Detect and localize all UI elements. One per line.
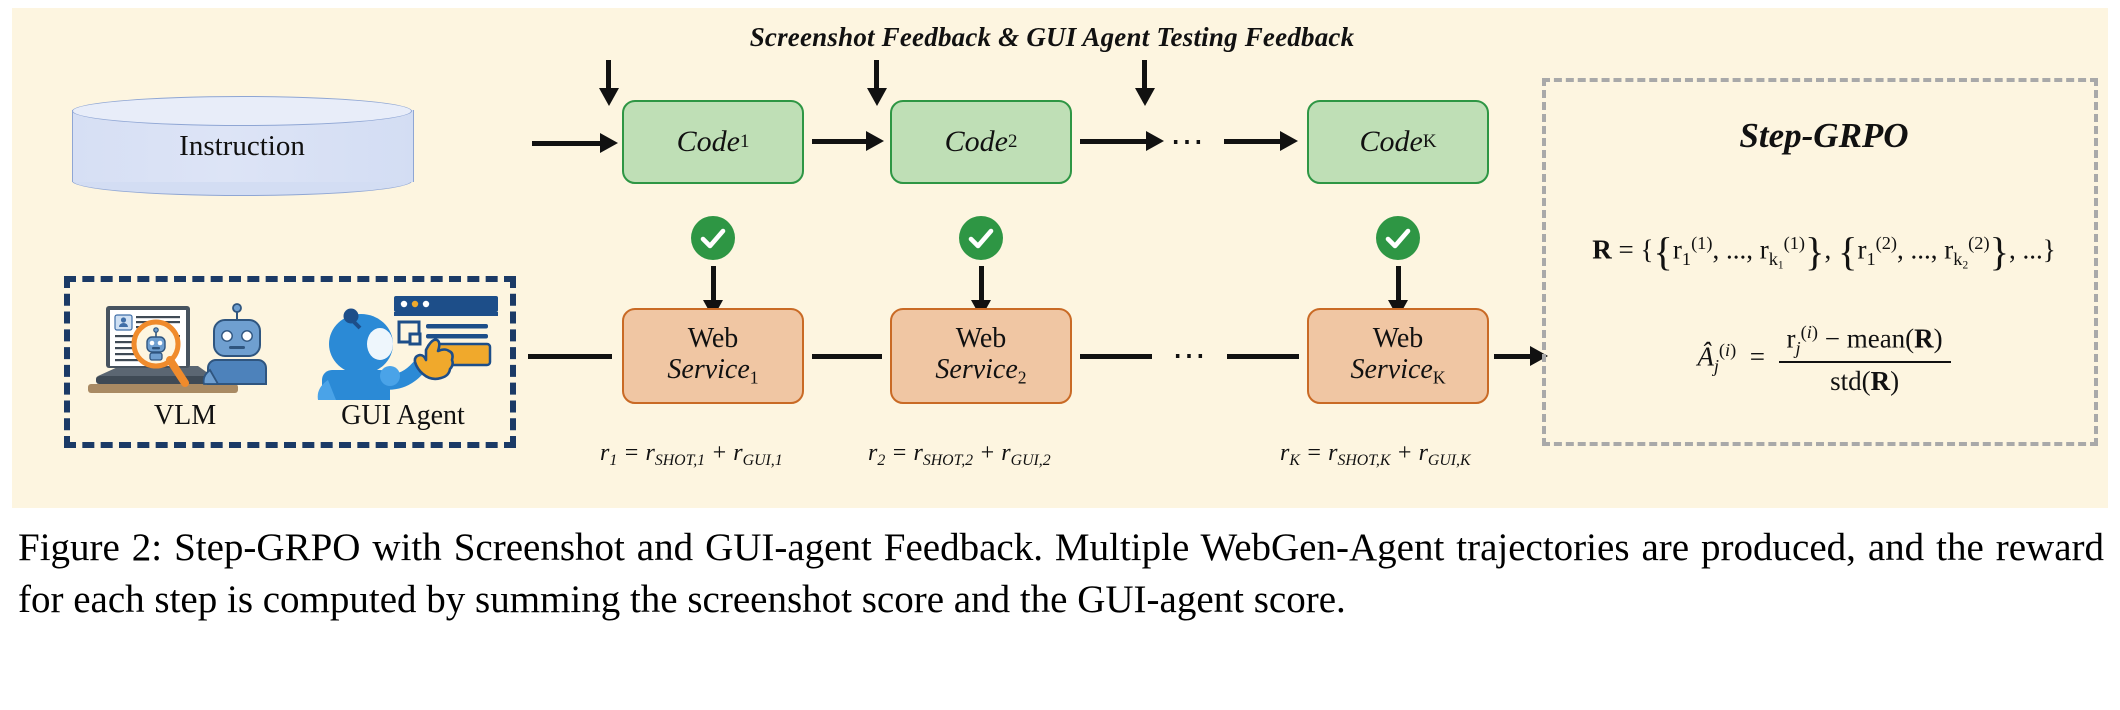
service-box-1-label: Service1 bbox=[667, 354, 758, 388]
figure-caption: Figure 2: Step-GRPO with Screenshot and … bbox=[18, 526, 2104, 621]
agent-label-vlm: VLM bbox=[153, 400, 217, 431]
step-grpo-title: Step-GRPO bbox=[1739, 116, 1909, 155]
feedback-arrow-head-2 bbox=[867, 88, 887, 106]
service-box-1[interactable]: Web Service1 bbox=[622, 308, 804, 404]
reward-1-lhs: r bbox=[600, 440, 610, 466]
instruction-arrow-shaft bbox=[532, 141, 602, 146]
reward-1-shot-sub: SHOT,1 bbox=[654, 451, 706, 469]
code-box-1-label: Code bbox=[676, 125, 740, 158]
service-connector-0 bbox=[528, 354, 612, 359]
code-chain-ellipsis: ⋯ bbox=[1170, 124, 1208, 161]
service-connector-2 bbox=[1080, 354, 1152, 359]
check-arrow-shaft-1 bbox=[711, 266, 716, 302]
service-box-2-index: 2 bbox=[1017, 368, 1027, 389]
reward-2-shot: r bbox=[913, 440, 923, 466]
service-box-2-top: Web bbox=[955, 323, 1007, 355]
code-chain-arrow-head-1 bbox=[866, 131, 884, 151]
instruction-cylinder: Instruction bbox=[72, 96, 414, 196]
code-chain-arrow-head-3 bbox=[1280, 131, 1298, 151]
reward-2-gui-sub: GUI,2 bbox=[1010, 451, 1051, 469]
agent-cell-vlm: VLM bbox=[80, 288, 290, 448]
check-circle-icon-1 bbox=[691, 216, 735, 260]
service-connector-3 bbox=[1227, 354, 1299, 359]
service-box-1-top: Web bbox=[687, 323, 739, 355]
code-chain-arrow-shaft-2 bbox=[1080, 139, 1148, 144]
check-arrow-shaft-2 bbox=[979, 266, 984, 302]
advantage-equation: Âj(i) = rj(i) − mean(R) std(R) bbox=[1546, 322, 2102, 397]
reward-1-gui-sub: GUI,1 bbox=[742, 451, 783, 469]
reward-2-lhs: r bbox=[868, 440, 878, 466]
code-box-k-label: Code bbox=[1359, 125, 1423, 158]
code-box-k-index: K bbox=[1422, 131, 1437, 152]
code-box-1-index: 1 bbox=[739, 131, 750, 152]
step-grpo-panel: Step-GRPO R = {{r1(1), ..., rk1(1)}, {r1… bbox=[1542, 78, 2098, 446]
gui-agent-illustration bbox=[298, 288, 508, 400]
check-arrow-shaft-k bbox=[1396, 266, 1401, 302]
code-box-2-label: Code bbox=[944, 125, 1008, 158]
reward-2-shot-sub: SHOT,2 bbox=[922, 451, 974, 469]
reward-set-equation: R = {{r1(1), ..., rk1(1)}, {r1(2), ..., … bbox=[1592, 229, 2056, 274]
agent-label-gui-agent: GUI Agent bbox=[341, 400, 465, 431]
reward-formula-1: r1 = rSHOT,1 + rGUI,1 bbox=[600, 440, 783, 469]
figure-panel: Screenshot Feedback & GUI Agent Testing … bbox=[12, 8, 2108, 508]
service-box-k-label: ServiceK bbox=[1350, 354, 1445, 388]
code-chain-arrow-head-2 bbox=[1146, 131, 1164, 151]
reward-k-lhs-sub: K bbox=[1289, 451, 1300, 469]
reward-2-lhs-sub: 2 bbox=[877, 451, 886, 469]
feedback-arrow-head-3 bbox=[1135, 88, 1155, 106]
feedback-arrow-shaft-2 bbox=[874, 60, 879, 90]
service-box-k-index: K bbox=[1432, 368, 1446, 389]
gui-agent-robot-browser-touch-icon bbox=[317, 296, 498, 400]
service-to-grpo-shaft bbox=[1494, 354, 1532, 359]
service-box-k-top: Web bbox=[1372, 323, 1424, 355]
service-box-1-index: 1 bbox=[749, 368, 759, 389]
service-box-k[interactable]: Web ServiceK bbox=[1307, 308, 1489, 404]
feedback-arrow-shaft-3 bbox=[1142, 60, 1147, 90]
service-box-1-name: Service bbox=[667, 354, 750, 386]
agent-group-box: VLM bbox=[64, 276, 516, 448]
reward-k-gui-sub: GUI,K bbox=[1427, 451, 1471, 469]
reward-k-gui: r bbox=[1418, 440, 1428, 466]
service-connector-1 bbox=[812, 354, 882, 359]
reward-formula-2: r2 = rSHOT,2 + rGUI,2 bbox=[868, 440, 1051, 469]
feedback-arrow-head-1 bbox=[599, 88, 619, 106]
service-box-2-name: Service bbox=[935, 354, 1018, 386]
reward-2-gui: r bbox=[1001, 440, 1011, 466]
code-chain-arrow-shaft-3 bbox=[1224, 139, 1282, 144]
reward-1-shot: r bbox=[645, 440, 655, 466]
service-box-k-name: Service bbox=[1350, 354, 1433, 386]
check-circle-icon-k bbox=[1376, 216, 1420, 260]
agent-cell-gui: GUI Agent bbox=[298, 288, 508, 448]
code-box-2-index: 2 bbox=[1007, 131, 1018, 152]
service-chain-ellipsis: ⋯ bbox=[1172, 338, 1210, 375]
reward-k-shot-sub: SHOT,K bbox=[1337, 451, 1391, 469]
instruction-label: Instruction bbox=[179, 130, 305, 162]
check-circle-icon-2 bbox=[959, 216, 1003, 260]
feedback-arrow-shaft-1 bbox=[606, 60, 611, 90]
reward-1-lhs-sub: 1 bbox=[609, 451, 618, 469]
reward-formula-k: rK = rSHOT,K + rGUI,K bbox=[1280, 440, 1471, 469]
vlm-robot-laptop-magnifier-icon bbox=[88, 303, 267, 393]
instruction-arrow-head bbox=[600, 133, 618, 153]
reward-k-lhs: r bbox=[1280, 440, 1290, 466]
code-chain-arrow-shaft-1 bbox=[812, 139, 868, 144]
service-box-2-label: Service2 bbox=[935, 354, 1026, 388]
cylinder-top bbox=[72, 96, 412, 126]
vlm-illustration bbox=[80, 288, 290, 400]
reward-k-shot: r bbox=[1328, 440, 1338, 466]
service-box-2[interactable]: Web Service2 bbox=[890, 308, 1072, 404]
reward-1-gui: r bbox=[733, 440, 743, 466]
feedback-label: Screenshot Feedback & GUI Agent Testing … bbox=[749, 22, 1355, 52]
